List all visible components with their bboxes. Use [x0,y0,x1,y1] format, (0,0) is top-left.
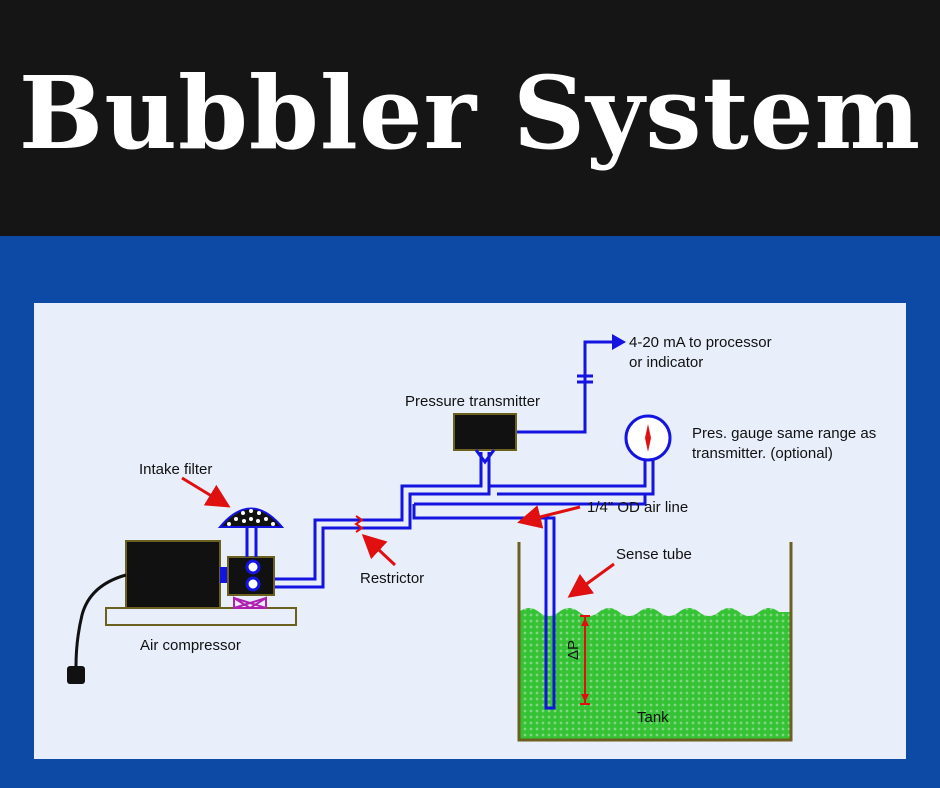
tank-walls [517,542,793,742]
intake-filter-icon [217,507,285,557]
power-cord [67,573,127,684]
output-label-line1: 4-20 mA to processor [629,334,772,351]
output-label-line2: or indicator [629,354,703,371]
delta-p-label: ΔP [565,640,582,660]
page-title: Bubbler System [18,54,922,172]
air-line [269,340,655,710]
gauge-label-line2: transmitter. (optional) [692,445,833,462]
tank [517,542,793,742]
signal-break-icon [577,374,593,384]
air-line-label: 1/4" OD air line [587,499,688,516]
header-bar [0,0,940,236]
delta-p-indicator: ΔP [565,615,590,705]
gauge-label-line1: Pres. gauge same range as [692,425,876,442]
pressure-transmitter-label: Pressure transmitter [405,393,540,410]
pointer-arrows [181,476,615,598]
restrictor-icon [354,515,364,533]
air-compressor [105,540,297,626]
restrictor-label: Restrictor [360,570,424,587]
sense-tube-label: Sense tube [616,546,692,563]
air-compressor-label: Air compressor [140,637,241,654]
intake-filter-label: Intake filter [139,461,212,478]
tank-label: Tank [637,709,669,726]
pressure-transmitter [453,413,517,465]
pressure-gauge-icon [624,414,672,462]
output-arrow-icon [612,334,626,350]
water [519,608,791,740]
